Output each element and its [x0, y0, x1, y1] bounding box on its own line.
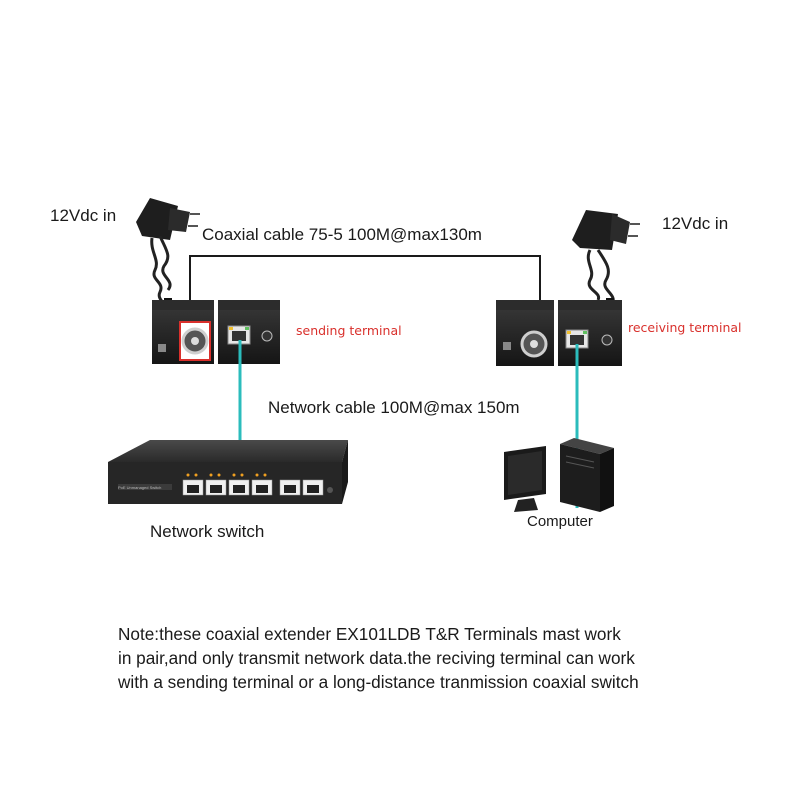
power-in-label-right: 12Vdc in [662, 214, 729, 233]
power-adapter-right-icon [572, 210, 640, 312]
sender-coax-unit [152, 300, 214, 364]
coax-cable [189, 255, 541, 322]
network-cable-label: Network cable 100M@max 150m [268, 398, 520, 417]
sending-terminal-label: sending terminal [296, 323, 402, 338]
receiving-terminal-label: receiving terminal [628, 320, 742, 335]
note-line-2: in pair,and only transmit network data.t… [118, 648, 635, 668]
switch-panel-label: PoE Unmanaged Switch [118, 485, 162, 490]
receiver-coax-unit [496, 300, 554, 366]
computer-label: Computer [527, 513, 593, 530]
note-line-1: Note:these coaxial extender EX101LDB T&R… [118, 624, 621, 644]
note-block: Note:these coaxial extender EX101LDB T&R… [118, 622, 778, 694]
coax-cable-label: Coaxial cable 75-5 100M@max130m [202, 225, 482, 244]
network-switch-label: Network switch [150, 522, 265, 541]
network-switch-icon [108, 440, 348, 504]
computer-icon [504, 438, 614, 512]
power-in-label-left: 12Vdc in [50, 206, 117, 225]
receiver-ethernet-unit [558, 300, 622, 366]
sender-ethernet-unit [218, 300, 280, 364]
note-line-3: with a sending terminal or a long-distan… [118, 672, 639, 692]
